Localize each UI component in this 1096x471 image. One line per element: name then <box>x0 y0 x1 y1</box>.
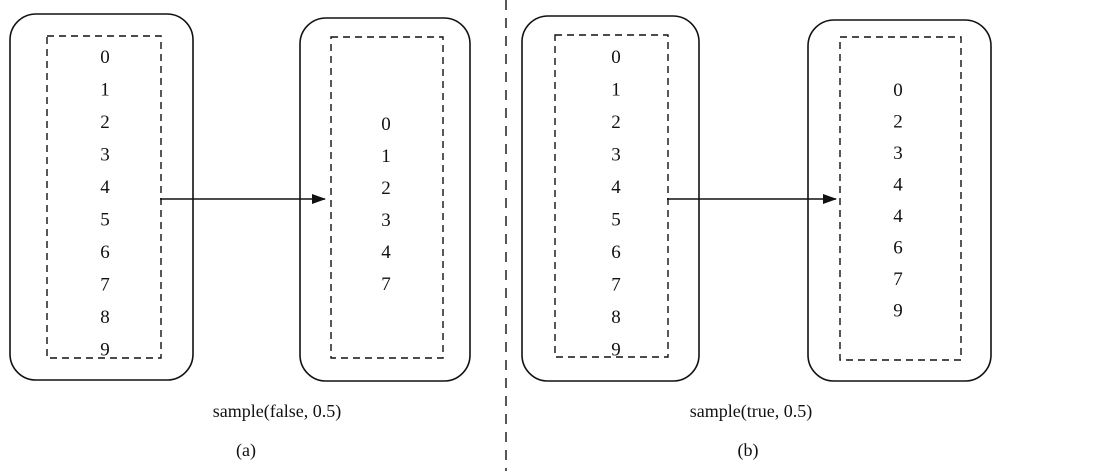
panel-b-input-item: 7 <box>611 275 621 296</box>
panel-b-output-box <box>807 19 992 382</box>
panel-a-input-item: 8 <box>100 307 110 328</box>
panel-a-input-item: 2 <box>100 112 110 133</box>
panel-b-input-item: 5 <box>611 210 621 231</box>
panel-b-input-item: 1 <box>611 80 621 101</box>
panel-a-output-items: 0 1 2 3 4 7 <box>381 114 391 295</box>
panel-b-input-item: 3 <box>611 145 621 166</box>
panel-b-input-partition <box>554 34 669 358</box>
panel-b-input-item: 4 <box>611 177 621 198</box>
panel-b-output-item: 9 <box>893 301 903 322</box>
panel-b-input-item: 6 <box>611 242 621 263</box>
panel-a-output-item: 7 <box>381 274 391 295</box>
panel-b-output-partition <box>839 36 962 361</box>
panel-a-input-item: 7 <box>100 275 110 296</box>
panel-b-operation-label: sample(true, 0.5) <box>690 401 812 422</box>
panel-a-input-items: 0 1 2 3 4 5 6 7 8 9 <box>100 47 110 361</box>
panel-a-caption: (a) <box>236 440 256 461</box>
panel-b-output-item: 0 <box>893 80 903 101</box>
panel-a-input-rdd: 0 1 2 3 4 5 6 7 8 9 <box>9 13 194 381</box>
panel-b-input-item: 2 <box>611 112 621 133</box>
panel-a-input-item: 3 <box>100 145 110 166</box>
panel-a-operation-label: sample(false, 0.5) <box>213 401 341 422</box>
panel-b-output-item: 4 <box>893 206 903 227</box>
panel-b-input-item: 8 <box>611 307 621 328</box>
panel-a-output-item: 1 <box>381 146 391 167</box>
panel-b-output-rdd: 0 2 3 4 4 6 7 9 <box>807 19 992 382</box>
panel-a-input-item: 5 <box>100 210 110 231</box>
panel-a-input-box <box>9 13 194 381</box>
panel-b-input-items: 0 1 2 3 4 5 6 7 8 9 <box>611 47 621 361</box>
panel-b-output-item: 7 <box>893 269 903 290</box>
panel-b-output-item: 2 <box>893 112 903 133</box>
panel-b-caption: (b) <box>738 440 759 461</box>
panel-b-output-items: 0 2 3 4 4 6 7 9 <box>893 80 903 322</box>
panel-b-input-item: 0 <box>611 47 621 68</box>
panel-b-output-item: 3 <box>893 143 903 164</box>
panel-a-output-item: 2 <box>381 178 391 199</box>
panel-b-output-item: 4 <box>893 175 903 196</box>
panel-a-output-rdd: 0 1 2 3 4 7 <box>299 17 471 382</box>
panel-a-output-item: 0 <box>381 114 391 135</box>
panel-a-input-item: 4 <box>100 177 110 198</box>
panel-a-output-item: 3 <box>381 210 391 231</box>
panel-a-output-box <box>299 17 471 382</box>
panel-a-input-partition <box>46 35 162 359</box>
panel-a-input-item: 0 <box>100 47 110 68</box>
panel-a-output-item: 4 <box>381 242 391 263</box>
panel-a-input-item: 6 <box>100 242 110 263</box>
panel-b-input-item: 9 <box>611 340 621 361</box>
panel-a-input-item: 1 <box>100 80 110 101</box>
panel-b-output-item: 6 <box>893 238 903 259</box>
panel-a-input-item: 9 <box>100 340 110 361</box>
